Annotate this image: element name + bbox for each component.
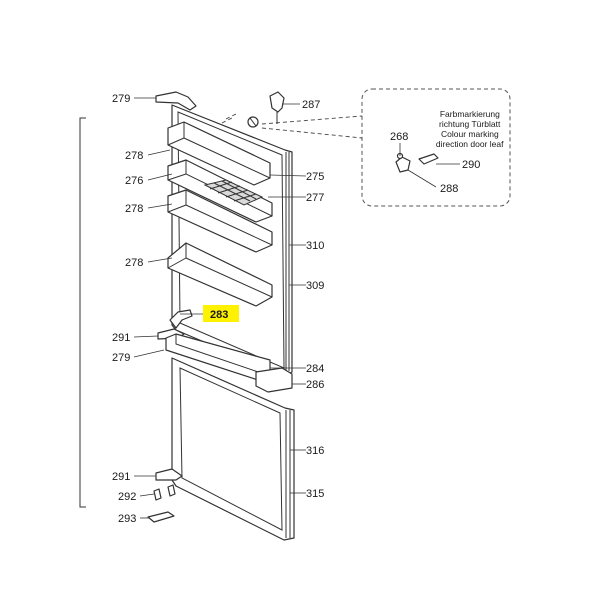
pin-287: [221, 91, 285, 128]
label-286: 286: [306, 379, 324, 391]
door-shelf-egg: [167, 159, 273, 223]
label-278-b: 278: [125, 203, 143, 215]
label-290: 290: [462, 159, 480, 171]
lower-door: [171, 357, 295, 541]
height-bracket: [79, 117, 86, 508]
label-279-mid: 279: [112, 352, 130, 364]
label-278-a: 278: [125, 150, 143, 162]
leader-lines: [133, 97, 460, 519]
label-287: 287: [302, 99, 320, 111]
label-279-top: 279: [112, 93, 130, 105]
label-276: 276: [125, 175, 143, 187]
door-shelf-2: [167, 189, 273, 253]
hinge-bottom: [155, 468, 183, 481]
part-290: [418, 153, 439, 165]
label-293: 293: [118, 513, 136, 525]
detail-note-line-3: Colour marking: [441, 129, 499, 139]
label-291-top: 291: [112, 332, 130, 344]
label-315: 315: [306, 488, 324, 500]
label-310: 310: [306, 240, 324, 252]
door-shelf-3: [167, 242, 273, 307]
label-292: 292: [118, 491, 136, 503]
part-283: [169, 309, 193, 329]
label-284: 284: [306, 363, 324, 375]
label-309: 309: [306, 280, 324, 292]
door-shelf-1: [167, 121, 271, 186]
label-283: 283: [210, 309, 228, 321]
label-277: 277: [306, 192, 324, 204]
detail-box: [361, 88, 511, 207]
hinge-top: [155, 91, 197, 111]
highlight-283: [203, 305, 239, 322]
detail-note-line-4: direction door leaf: [436, 139, 504, 149]
label-288: 288: [440, 183, 458, 195]
label-275: 275: [306, 171, 324, 183]
label-278-c: 278: [125, 257, 143, 269]
label-291-bot: 291: [112, 471, 130, 483]
label-268: 268: [390, 131, 408, 143]
part-labels: 279 287 278 276 278 278 275 277 310 309 …: [112, 93, 480, 525]
label-316: 316: [306, 445, 324, 457]
pins-292: [153, 484, 176, 501]
cover-293: [147, 511, 175, 523]
detail-connectors: [261, 115, 363, 139]
detail-note-line-1: Farbmarkierung: [440, 109, 500, 119]
detail-note-line-2: richtung Türblatt: [439, 119, 501, 129]
detail-note: Farbmarkierung richtung Türblatt Colour …: [436, 109, 504, 149]
